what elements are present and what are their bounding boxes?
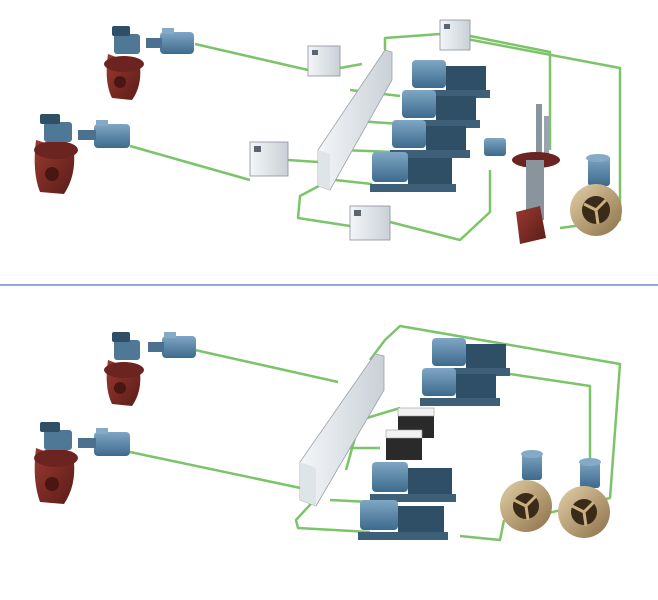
generator-set-icon xyxy=(390,120,470,158)
generator-set-icon xyxy=(410,60,490,98)
generator-set-icon xyxy=(370,462,456,502)
cable xyxy=(194,42,309,72)
generator-set-icon xyxy=(400,90,480,128)
bottom-panel xyxy=(34,324,622,542)
cable xyxy=(129,144,251,182)
tunnel-thruster-icon xyxy=(570,154,622,236)
generator-set-icon xyxy=(358,500,448,540)
frequency-converter-icon xyxy=(307,45,341,77)
cable xyxy=(339,62,363,70)
azimuth-thruster-icon xyxy=(34,114,78,194)
electric-motor-icon xyxy=(148,332,196,358)
azimuth-thruster-icon xyxy=(104,332,144,406)
generator-set-icon xyxy=(430,338,510,376)
generator-set-icon xyxy=(370,152,456,192)
azimuth-thruster-icon xyxy=(34,422,78,504)
bottom-cables xyxy=(129,324,622,542)
electric-motor-icon xyxy=(146,28,194,54)
top-panel xyxy=(34,19,622,244)
electric-motor-icon xyxy=(78,428,130,456)
cable xyxy=(294,493,371,534)
cable xyxy=(459,519,506,542)
cable xyxy=(194,348,339,384)
azimuth-thruster-icon xyxy=(104,26,144,100)
cable xyxy=(389,170,492,242)
cable xyxy=(296,178,351,228)
frequency-converter-icon xyxy=(249,141,289,177)
frequency-converter-icon xyxy=(349,205,391,241)
cable xyxy=(129,450,311,492)
main-switchboard-icon xyxy=(317,49,393,191)
generator-set-icon xyxy=(420,368,500,406)
cable xyxy=(334,178,373,186)
cable xyxy=(287,158,319,164)
tunnel-thruster-icon xyxy=(500,450,552,532)
tunnel-thruster-icon xyxy=(558,458,610,538)
frequency-converter-icon xyxy=(439,19,471,51)
electric-motor-icon xyxy=(78,120,130,148)
cable xyxy=(469,34,552,150)
cable xyxy=(509,372,592,470)
battery-pack-icon xyxy=(385,429,423,460)
retractable-thruster-icon xyxy=(484,104,560,244)
main-switchboard-icon xyxy=(299,353,385,507)
